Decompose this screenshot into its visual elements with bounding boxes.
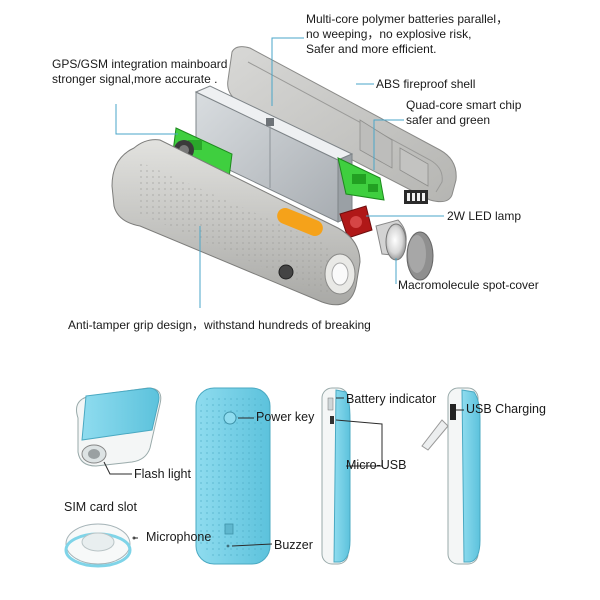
battery-pack xyxy=(194,85,354,223)
gps-callout: GPS/GSM integration mainboard stronger s… xyxy=(52,57,227,87)
led-callout: 2W LED lamp xyxy=(447,209,522,223)
battery-callout: Multi-core polymer batteries parallel， n… xyxy=(306,12,508,57)
device-top-view xyxy=(64,523,136,568)
microphone-callout: Microphone xyxy=(146,530,212,544)
back-shell xyxy=(227,46,457,204)
device-side-view-right xyxy=(421,387,481,565)
gps-callout-line2: stronger signal,more accurate . xyxy=(52,72,218,86)
flash-light-callout: Flash light xyxy=(134,467,191,481)
device-angled-view xyxy=(76,387,162,467)
bottom-leader-lines xyxy=(103,397,464,547)
shell-callout: ABS fireproof shell xyxy=(376,77,476,91)
battery-callout-line3: Safer and more efficient. xyxy=(306,42,437,56)
chip-callout-line1: Quad-core smart chip xyxy=(406,98,522,112)
led-reflector xyxy=(375,219,407,261)
battery-callout-line2: no weeping，no explosive risk, xyxy=(306,27,472,41)
smart-chip-board xyxy=(337,157,385,201)
sim-slot-callout: SIM card slot xyxy=(64,500,137,514)
grip-callout: Anti-tamper grip design，withstand hundre… xyxy=(68,318,371,332)
spot-cover-callout: Macromolecule spot-cover xyxy=(398,278,539,292)
device-side-view-left xyxy=(321,387,351,565)
battery-callout-line1: Multi-core polymer batteries parallel， xyxy=(306,12,509,26)
power-key-callout: Power key xyxy=(256,410,315,424)
chip-callout: Quad-core smart chip safer and green xyxy=(406,98,521,128)
top-leader-lines xyxy=(115,37,444,308)
chip-callout-line2: safer and green xyxy=(406,113,491,127)
micro-usb-callout: Micro-USB xyxy=(346,458,407,472)
device-front-view xyxy=(195,387,271,565)
buzzer-callout: Buzzer xyxy=(274,538,313,552)
battery-indicator-callout: Battery indicator xyxy=(346,392,437,406)
led-module xyxy=(339,205,373,239)
usb-charging-callout: USB Charging xyxy=(466,402,546,416)
front-shell xyxy=(111,139,361,306)
spot-cover xyxy=(406,231,434,281)
gps-callout-line1: GPS/GSM integration mainboard xyxy=(52,57,228,71)
